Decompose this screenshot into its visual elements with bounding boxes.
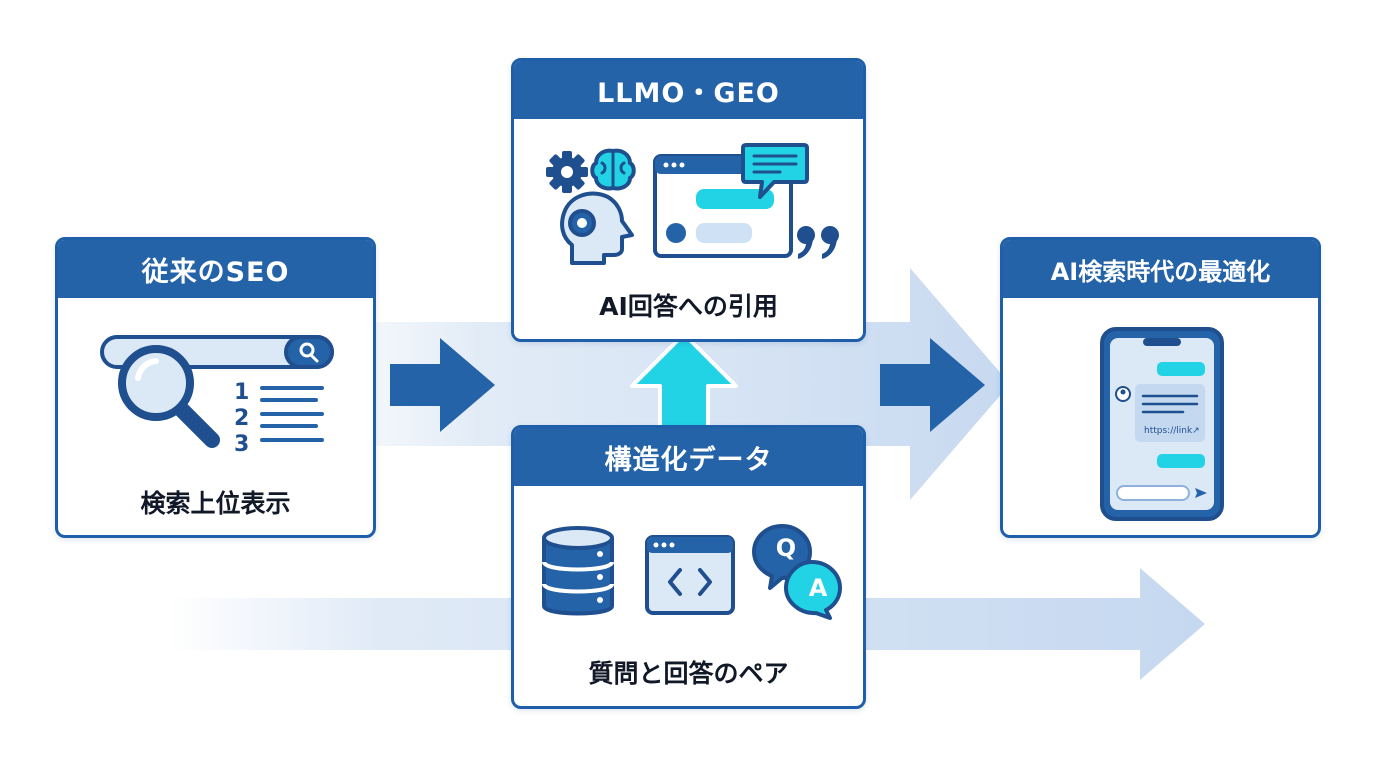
- head-icon: [560, 191, 634, 265]
- card-structured: 構造化データ Q A 質問と回答のペア: [511, 425, 866, 709]
- phone-link-text: https://link↗: [1144, 426, 1200, 436]
- card-structured-label: 質問と回答のペア: [588, 659, 789, 688]
- card-llmo-label: AI回答への引用: [599, 292, 778, 321]
- rank-3: 3: [234, 432, 250, 457]
- a-letter: A: [808, 574, 828, 602]
- card-seo-title: 従来のSEO: [58, 240, 373, 298]
- rank-1: 1: [234, 380, 250, 405]
- card-ai-title: AI検索時代の最適化: [1003, 240, 1318, 298]
- card-seo-label: 検索上位表示: [140, 489, 291, 518]
- quote-icon: [797, 226, 839, 259]
- gear-icon: [546, 151, 588, 193]
- smartphone-icon: [1100, 327, 1224, 521]
- card-structured-title: 構造化データ: [514, 428, 863, 486]
- rank-2: 2: [234, 406, 250, 431]
- card-llmo: LLMO・GEO AI回答への引用: [511, 58, 866, 342]
- code-window-icon: [645, 535, 735, 615]
- q-letter: Q: [775, 534, 797, 562]
- arrow-seo-to-center: [390, 338, 495, 432]
- qa-bubbles-icon: [752, 524, 842, 620]
- magnifier-icon: [118, 345, 220, 448]
- database-icon: [542, 526, 614, 616]
- result-lines-icon: [260, 386, 324, 442]
- brain-icon: [590, 148, 636, 191]
- card-ai-optimization: AI検索時代の最適化 https://link↗: [1000, 237, 1321, 538]
- arrow-center-to-ai: [880, 338, 985, 432]
- card-llmo-title: LLMO・GEO: [514, 61, 863, 119]
- card-seo: 従来のSEO 1 2 3 検索上位表示: [55, 237, 376, 538]
- arrow-up-cyan: [630, 332, 738, 432]
- speech-bubble-icon: [741, 143, 809, 199]
- send-icon: [1195, 488, 1207, 498]
